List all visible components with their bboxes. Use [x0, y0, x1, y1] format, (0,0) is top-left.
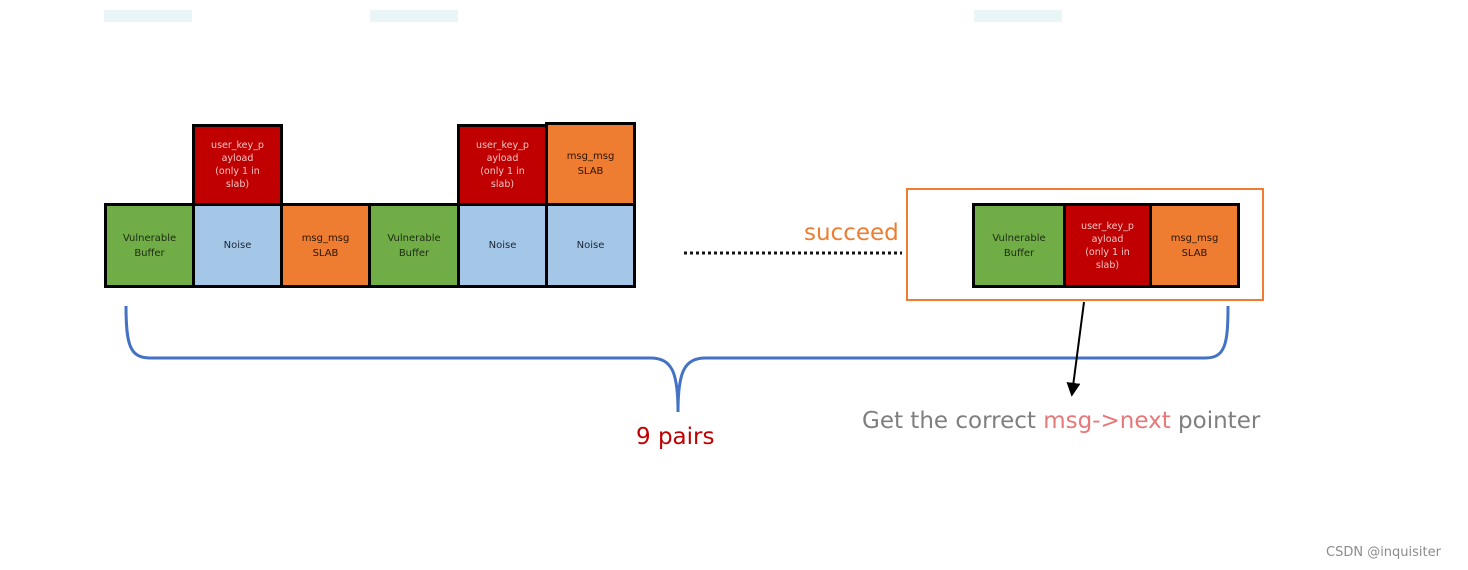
ghost-mark: [974, 10, 1062, 22]
pointer-caption-after: pointer: [1170, 408, 1261, 434]
msg-msg-slab-block: msg_msg SLAB: [545, 122, 636, 206]
user-key-payload-block: user_key_p ayload (only 1 in slab): [1063, 203, 1152, 288]
watermark: CSDN @inquisiter: [1326, 545, 1441, 560]
pointer-arrow: [1066, 301, 1085, 397]
user-key-payload-block: user_key_p ayload (only 1 in slab): [457, 124, 548, 206]
noise-block: Noise: [457, 203, 548, 288]
user-key-payload-block: user_key_p ayload (only 1 in slab): [192, 124, 283, 206]
ghost-mark: [104, 10, 192, 22]
pointer-caption-before: Get the correct: [862, 408, 1044, 434]
pairs-label: 9 pairs: [636, 424, 715, 450]
pointer-caption: Get the correct msg->next pointer: [862, 408, 1260, 434]
ghost-mark: [370, 10, 458, 22]
curly-brace: [124, 305, 1230, 413]
pointer-caption-highlight: msg->next: [1043, 408, 1171, 434]
msg-msg-slab-block: msg_msg SLAB: [1149, 203, 1240, 288]
succeed-label: succeed: [804, 220, 899, 246]
succeed-frame: [906, 188, 1264, 301]
